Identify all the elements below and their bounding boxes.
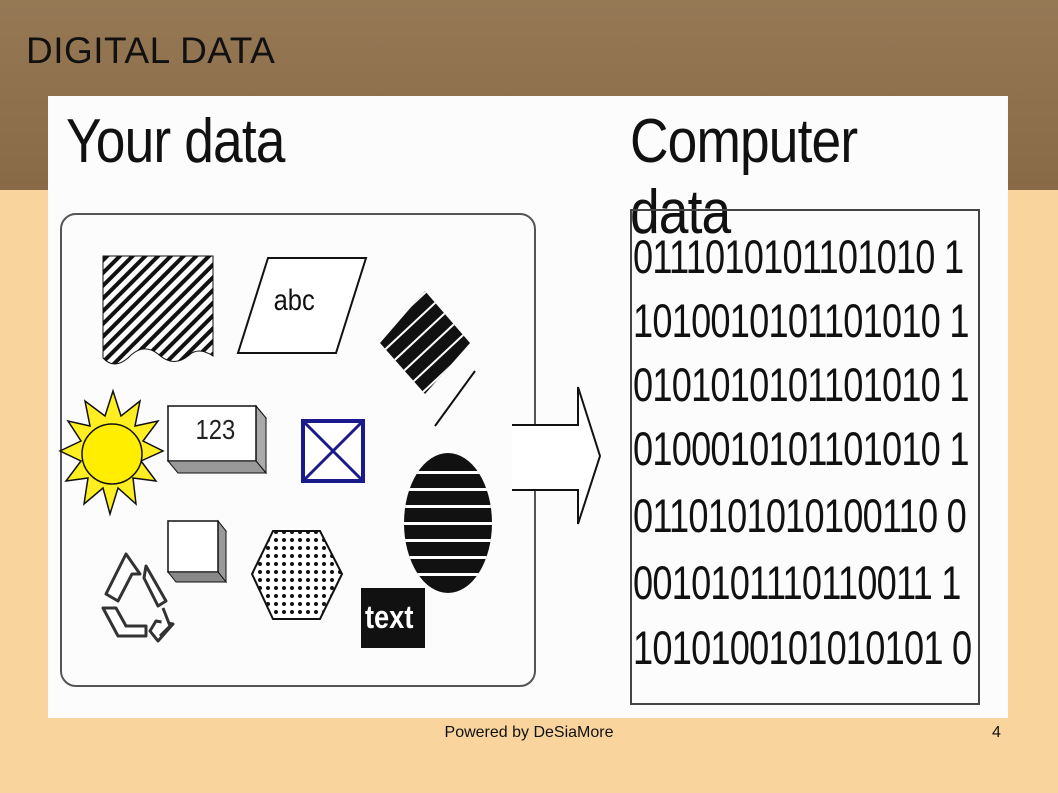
- number-box-label: 123: [195, 414, 236, 445]
- binary-row: 1010100101010101 0: [633, 621, 972, 674]
- binary-row: 0111010101101010 1: [633, 230, 964, 283]
- computer-data-box: [630, 209, 980, 705]
- slide-footer: Powered by DeSiaMore: [444, 724, 614, 741]
- recycle-icon: [101, 552, 175, 643]
- right-arrow-icon: [512, 386, 602, 525]
- striped-diamond-icon: [380, 291, 476, 427]
- diagram-panel: Your data Computer data: [48, 96, 1008, 718]
- text-box-icon: [361, 588, 425, 648]
- binary-row: 0101010101101010 1: [633, 358, 969, 411]
- slide-title: DIGITAL DATA: [26, 30, 276, 71]
- page-number: 4: [992, 724, 1001, 741]
- computer-data-heading: Computer data: [630, 107, 858, 247]
- envelope-icon: [301, 419, 365, 483]
- binary-row: 0010101110110011 1: [633, 556, 961, 609]
- parallelogram-icon: [236, 257, 368, 354]
- cube-icon: [166, 519, 228, 584]
- your-data-heading: Your data: [66, 107, 285, 176]
- sun-icon: [58, 388, 165, 517]
- binary-row: 0110101010100110 0: [633, 489, 967, 542]
- binary-row: 1010010101101010 1: [633, 294, 969, 347]
- hatched-document-icon: [102, 255, 214, 365]
- binary-row: 0100010101101010 1: [633, 422, 969, 475]
- striped-oval-icon: [404, 453, 492, 593]
- text-box-label: text: [365, 599, 414, 635]
- parallelogram-label: abc: [273, 284, 315, 317]
- data-icons: [58, 255, 602, 648]
- number-box-icon: [166, 404, 268, 475]
- dotted-hexagon-icon: [250, 530, 344, 620]
